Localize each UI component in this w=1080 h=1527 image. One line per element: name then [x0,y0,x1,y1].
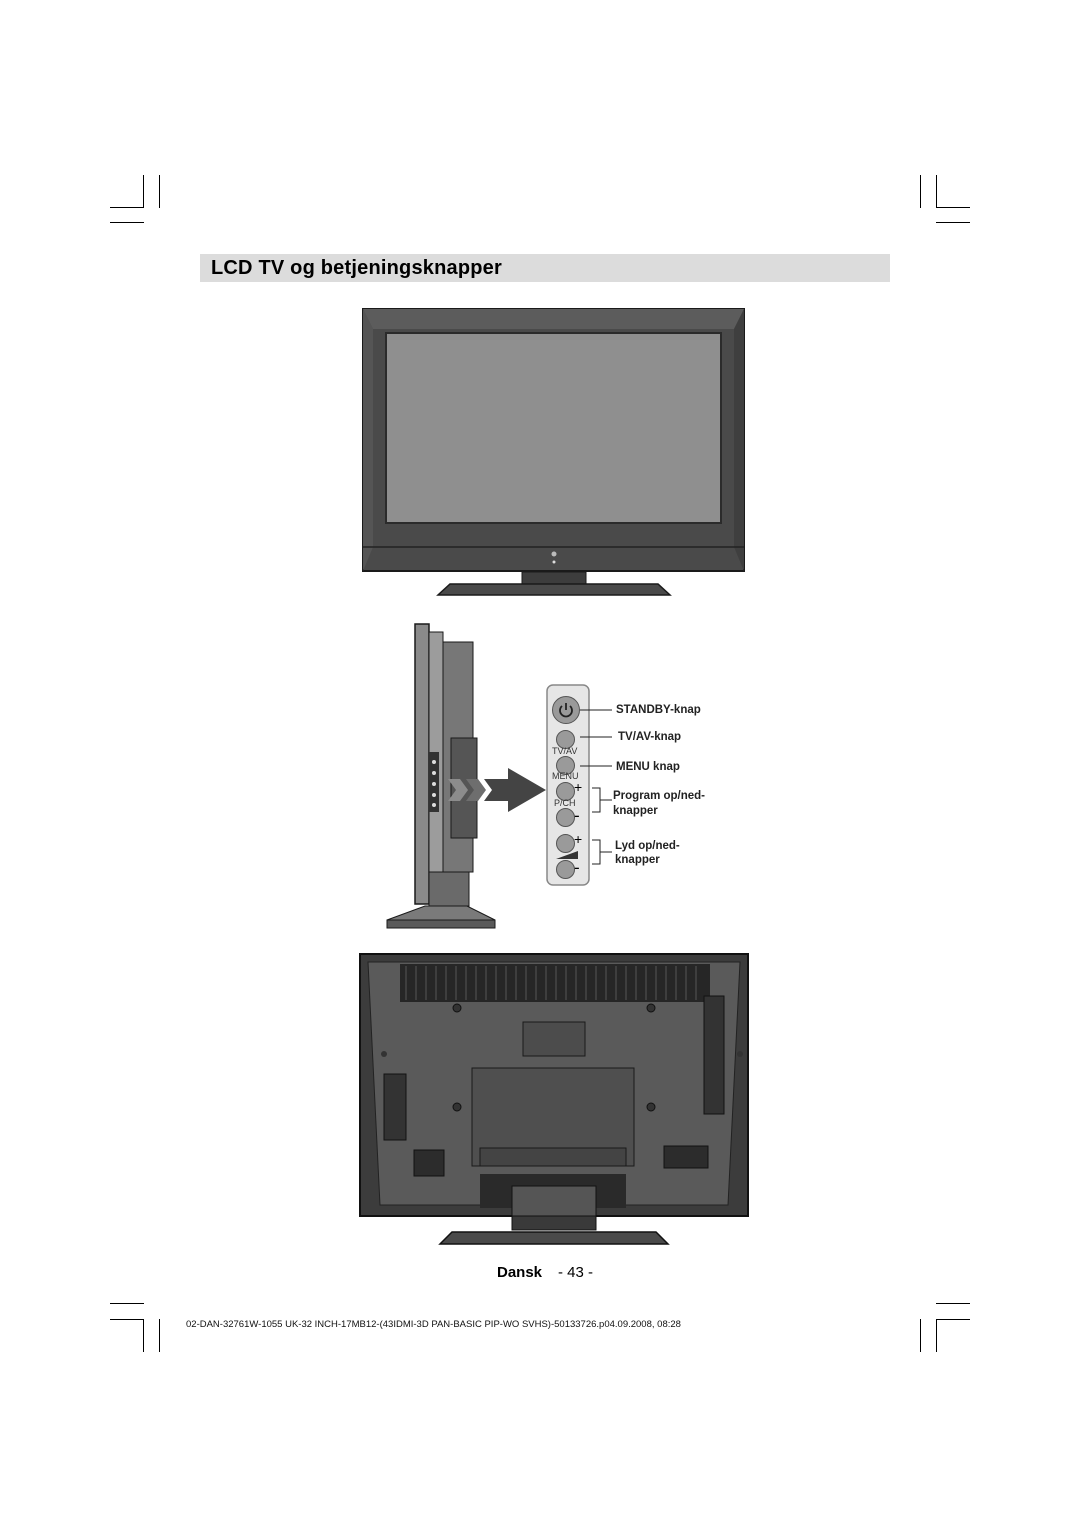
volume-down-button[interactable] [556,860,575,879]
page-number: - 43 - [558,1264,594,1281]
program-up-button[interactable] [556,782,575,801]
tv-av-button[interactable] [556,730,575,749]
program-down-button[interactable] [556,808,575,827]
power-icon [559,703,573,718]
footer-language: Dansk [497,1264,543,1281]
volume-up-button[interactable] [556,834,575,853]
program-label-line2: knapper [613,805,658,817]
tv-av-label: TV/AV-knap [618,731,682,743]
minus-sign: - [574,858,580,877]
menu-label: MENU knap [616,761,680,773]
volume-label-line1: Lyd op/ned- [615,840,680,852]
volume-ramp-icon [556,851,578,859]
leader-lines [580,709,612,865]
document-reference: 02-DAN-32761W-1055 UK-32 INCH-17MB12-(43… [186,1319,681,1330]
plus-sign: + [574,779,583,795]
menu-button[interactable] [556,756,575,775]
volume-label-line2: knapper [615,854,660,866]
title-bar [200,254,890,282]
minus-sign: - [574,806,580,825]
tv-back-view [359,953,749,1245]
program-label-line1: Program op/ned- [613,790,706,802]
standby-button[interactable] [552,696,580,724]
tv-front-view [362,308,745,596]
page-title: LCD TV og betjeningsknapper [211,257,502,279]
plus-sign: + [574,831,583,847]
standby-label: STANDBY-knap [616,704,701,716]
tv-av-tag: TV/AV [552,746,578,756]
menu-tag: MENU [552,771,579,781]
arrow-icon [448,768,546,812]
pch-tag: P/CH [554,798,576,808]
